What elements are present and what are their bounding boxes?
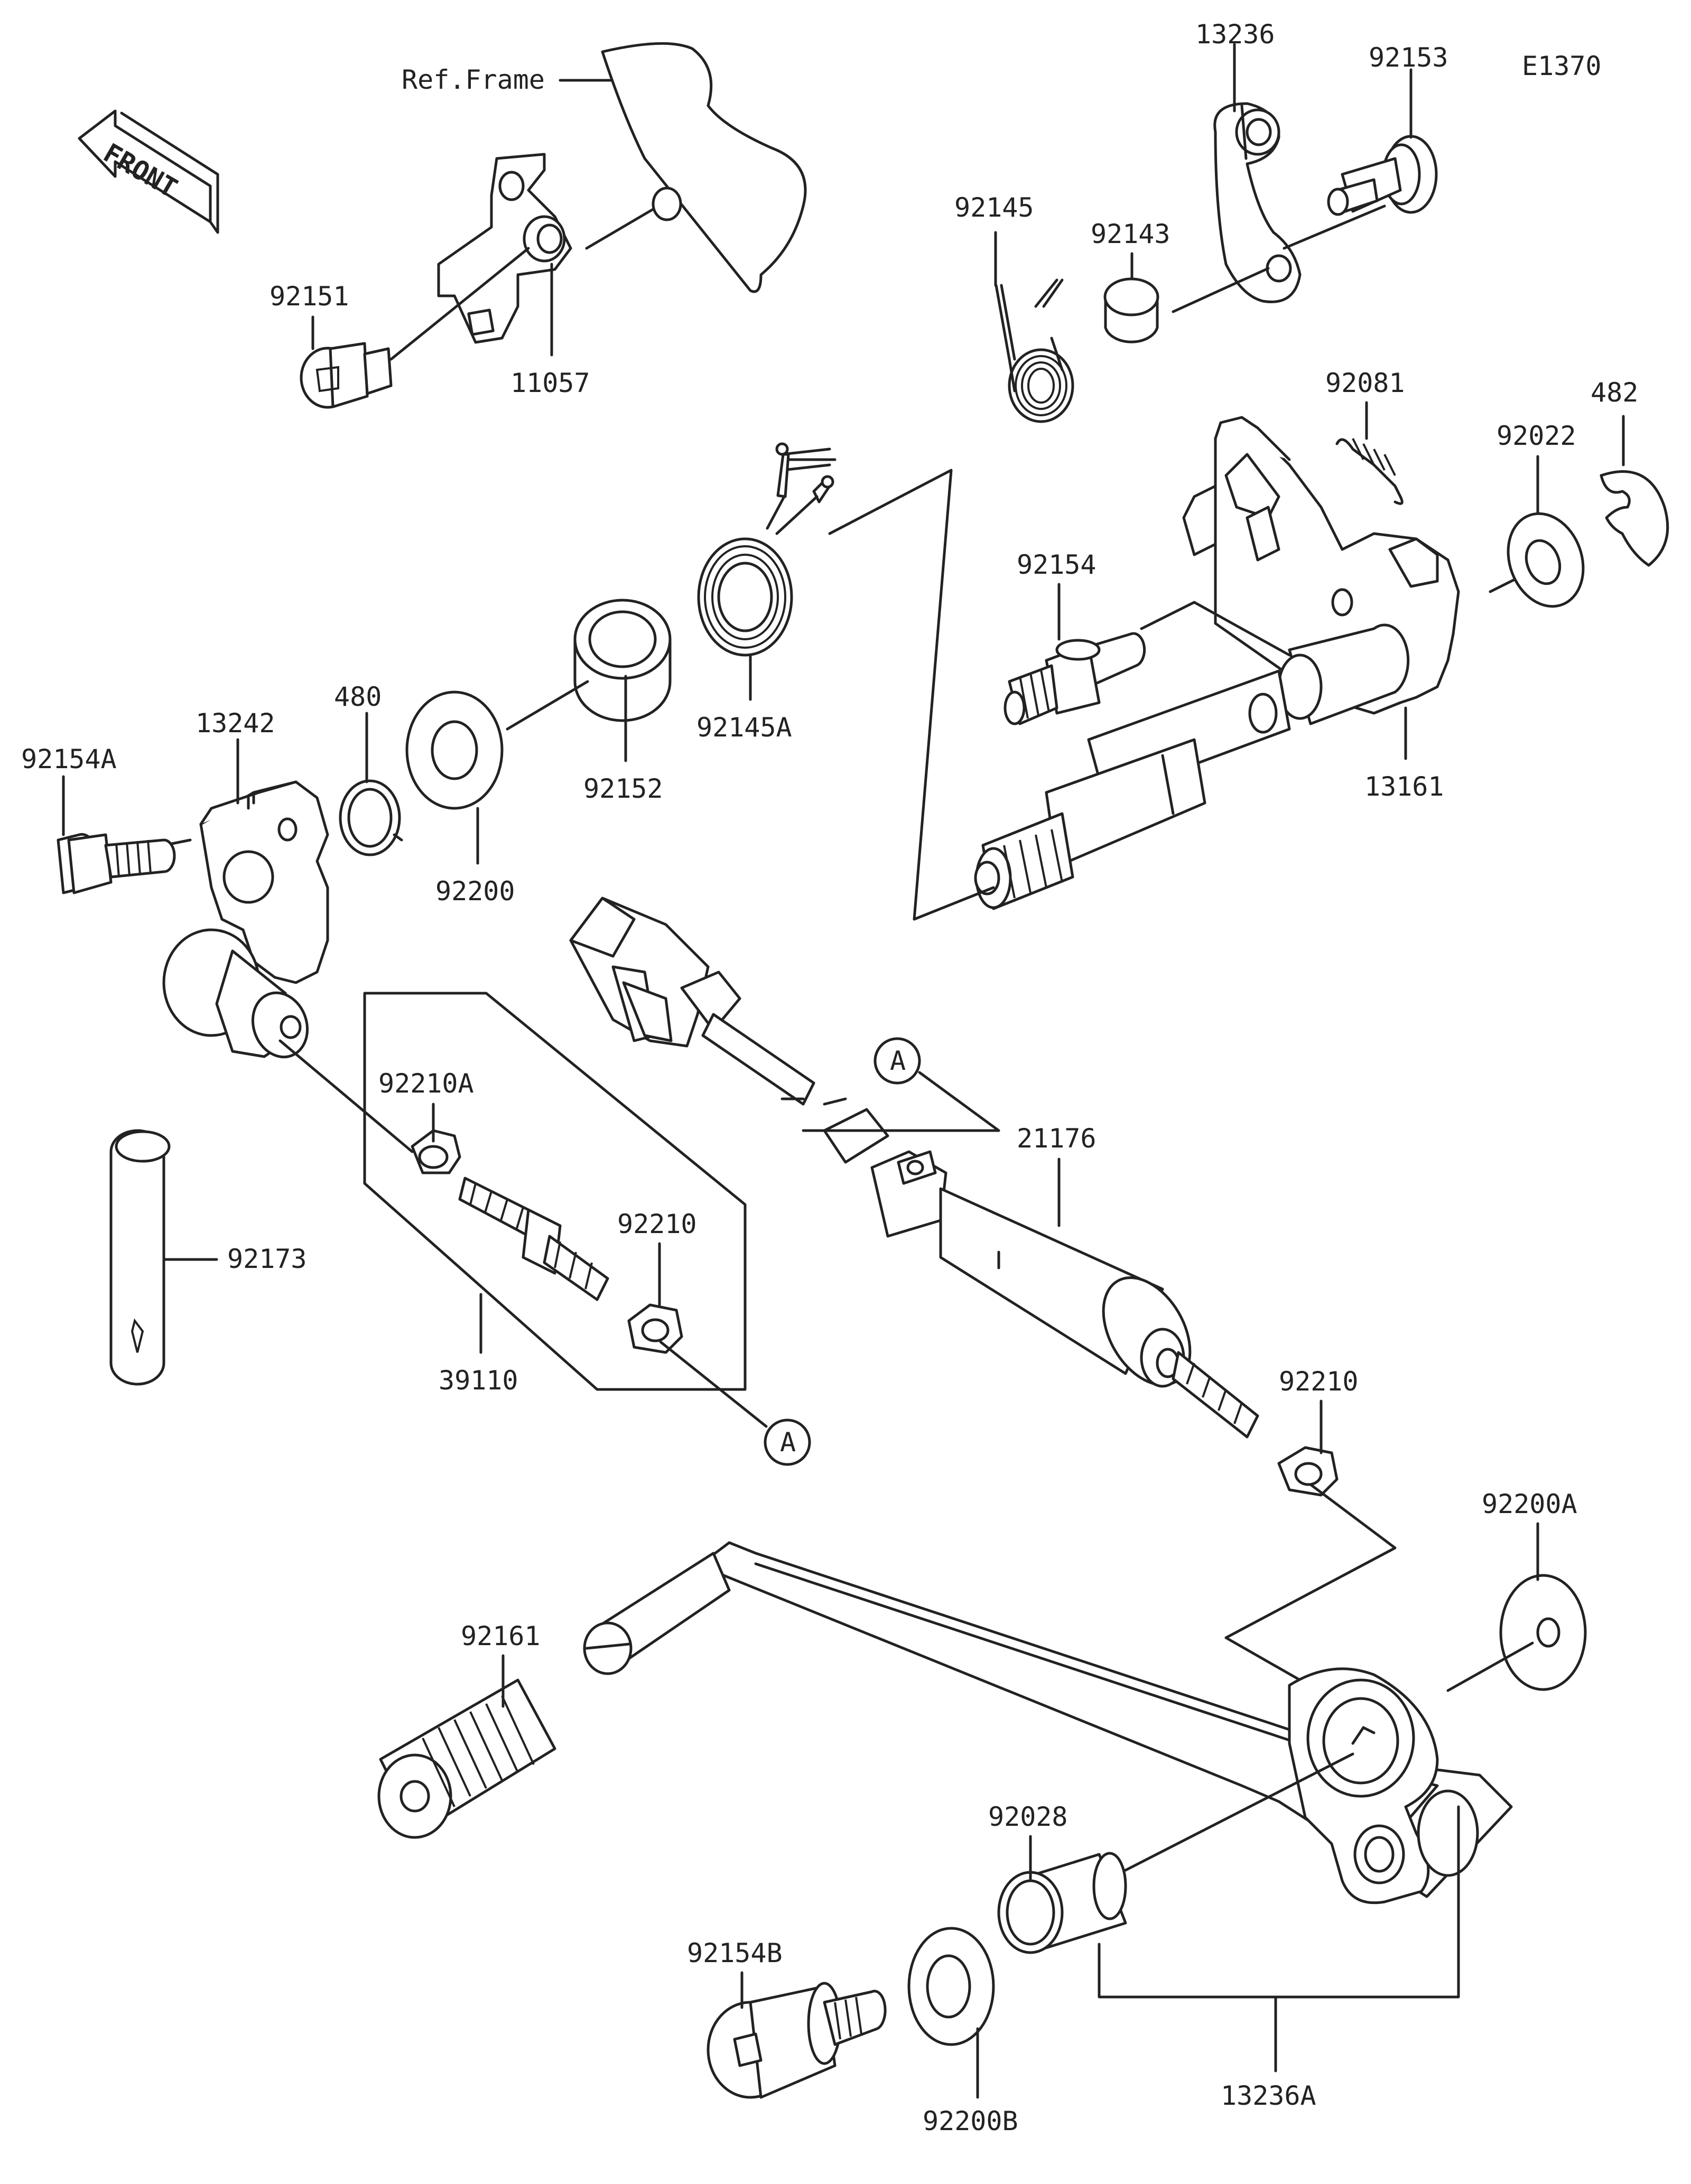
- part-label-13236A: 13236A: [1221, 2080, 1316, 2111]
- part-label-92200: 92200: [435, 876, 515, 907]
- collar-92143: [1103, 277, 1159, 343]
- part-labels: 13236 92153 92145 92143 92151 11057 9208…: [21, 19, 1638, 2136]
- part-label-482: 482: [1591, 377, 1638, 408]
- callout-a-right-label: A: [890, 1046, 906, 1076]
- part-label-92145A: 92145A: [696, 712, 792, 743]
- collar-92152: [506, 599, 672, 731]
- front-arrow-icon: FRONT: [78, 109, 219, 234]
- part-label-39110: 39110: [439, 1365, 518, 1396]
- ref-frame-label: Ref.Frame: [402, 64, 545, 95]
- part-label-92081: 92081: [1325, 368, 1405, 398]
- part-label-92143: 92143: [1091, 219, 1170, 249]
- arm-13242: [199, 780, 329, 984]
- bolt-92153: [1327, 135, 1438, 216]
- shift-pedal: [583, 1541, 1513, 1905]
- leader-lines: [62, 43, 1625, 2099]
- frame-plate: [601, 42, 807, 293]
- boot-92173: [109, 1129, 171, 1386]
- rubber-92161: [377, 1678, 556, 1839]
- part-label-92161: 92161: [461, 1621, 541, 1651]
- part-label-92028: 92028: [988, 1802, 1068, 1832]
- rod-39110: [458, 1177, 609, 1301]
- callout-a-left-label: A: [780, 1427, 796, 1458]
- sensor-21176: [569, 897, 1259, 1439]
- circlip-482: [1600, 470, 1669, 567]
- spring-92145a: [697, 442, 837, 657]
- nut-92210a: [411, 1129, 461, 1174]
- part-label-92210A: 92210A: [378, 1068, 474, 1099]
- arm-13236: [1213, 102, 1302, 303]
- collar-92028: [997, 1852, 1127, 1954]
- part-label-480: 480: [334, 682, 382, 712]
- part-label-92152: 92152: [583, 773, 663, 804]
- part-label-13236: 13236: [1195, 19, 1275, 50]
- bolt-92154: [1004, 601, 1291, 725]
- part-label-92145: 92145: [954, 192, 1034, 223]
- part-label-92210-right: 92210: [1279, 1366, 1359, 1397]
- part-label-92173: 92173: [227, 1244, 307, 1274]
- part-label-21176: 21176: [1017, 1123, 1097, 1154]
- nut-92210-right: [1224, 1446, 1397, 1682]
- part-label-92210: 92210: [617, 1209, 697, 1239]
- spring-92081: [1335, 438, 1404, 505]
- nut-92210-left: [627, 1303, 768, 1428]
- part-label-92154: 92154: [1017, 549, 1097, 580]
- spring-92145: [995, 278, 1074, 423]
- part-label-13161: 13161: [1364, 771, 1444, 802]
- part-label-92200B: 92200B: [923, 2106, 1018, 2136]
- bolt-92154a: [57, 833, 192, 894]
- part-label-13242: 13242: [196, 708, 275, 739]
- part-label-11057: 11057: [510, 368, 590, 398]
- washer-92200: [405, 690, 504, 810]
- part-label-92200A: 92200A: [1482, 1489, 1577, 1519]
- bolt-92154b: [707, 1982, 887, 2099]
- part-label-92022: 92022: [1497, 421, 1576, 451]
- part-label-92154A: 92154A: [21, 744, 117, 774]
- callout-a-left: A: [764, 1418, 811, 1466]
- shaft-13161: [974, 416, 1460, 910]
- diagram-code: E1370: [1522, 51, 1602, 81]
- washer-92200b: [907, 1927, 995, 2046]
- part-label-92154B: 92154B: [687, 1938, 783, 1968]
- ball-joint: [162, 928, 414, 1153]
- circlip-480: [339, 779, 403, 856]
- bolt-92151: [300, 247, 530, 409]
- washer-92022: [1489, 512, 1585, 608]
- callout-a-right: A: [802, 1037, 1000, 1132]
- part-label-92153: 92153: [1369, 42, 1448, 73]
- part-label-92151: 92151: [270, 281, 349, 312]
- washer-92200a: [1446, 1574, 1587, 1692]
